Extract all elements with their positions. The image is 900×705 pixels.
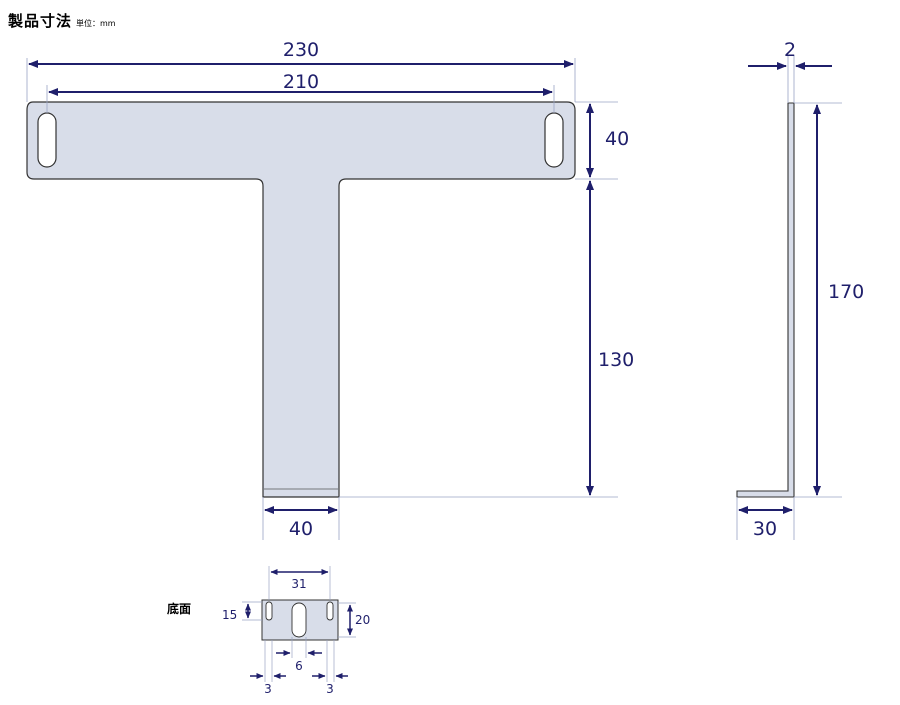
front-view: 230 210 40 130 40 xyxy=(26,39,634,540)
bottom-view-label: 底面 xyxy=(167,601,191,616)
dim-overall-width: 230 xyxy=(283,39,319,61)
t-plate-outline xyxy=(26,101,576,498)
dim-stem-width: 40 xyxy=(289,518,313,540)
dim-thickness: 2 xyxy=(784,39,796,61)
left-mounting-slot xyxy=(37,112,57,168)
dim-depth: 20 xyxy=(355,613,370,627)
bottom-center-slot xyxy=(291,602,307,638)
dim-stem-length: 130 xyxy=(598,349,634,371)
dim-slot-pitch: 210 xyxy=(283,71,319,93)
page-title: 製品寸法 xyxy=(8,12,73,30)
bottom-view: 底面 31 xyxy=(167,566,370,696)
header: 製品寸法単位：mm xyxy=(8,10,116,31)
bottom-right-slot xyxy=(326,601,334,621)
l-profile-outline xyxy=(736,102,795,498)
dim-left-slot-width: 3 xyxy=(264,682,272,696)
dim-slot-length: 15 xyxy=(222,608,237,622)
unit-label: 単位：mm xyxy=(76,19,116,28)
dim-bottom-width: 31 xyxy=(291,577,306,591)
dim-side-height: 170 xyxy=(828,281,864,303)
side-view: 2 170 30 xyxy=(736,39,864,540)
dim-foot-length: 30 xyxy=(753,518,777,540)
bottom-left-slot xyxy=(265,601,273,621)
right-mounting-slot xyxy=(544,112,564,168)
dim-top-height: 40 xyxy=(605,128,629,150)
dim-right-slot-width: 3 xyxy=(326,682,334,696)
dim-center-slot-width: 6 xyxy=(295,659,303,673)
